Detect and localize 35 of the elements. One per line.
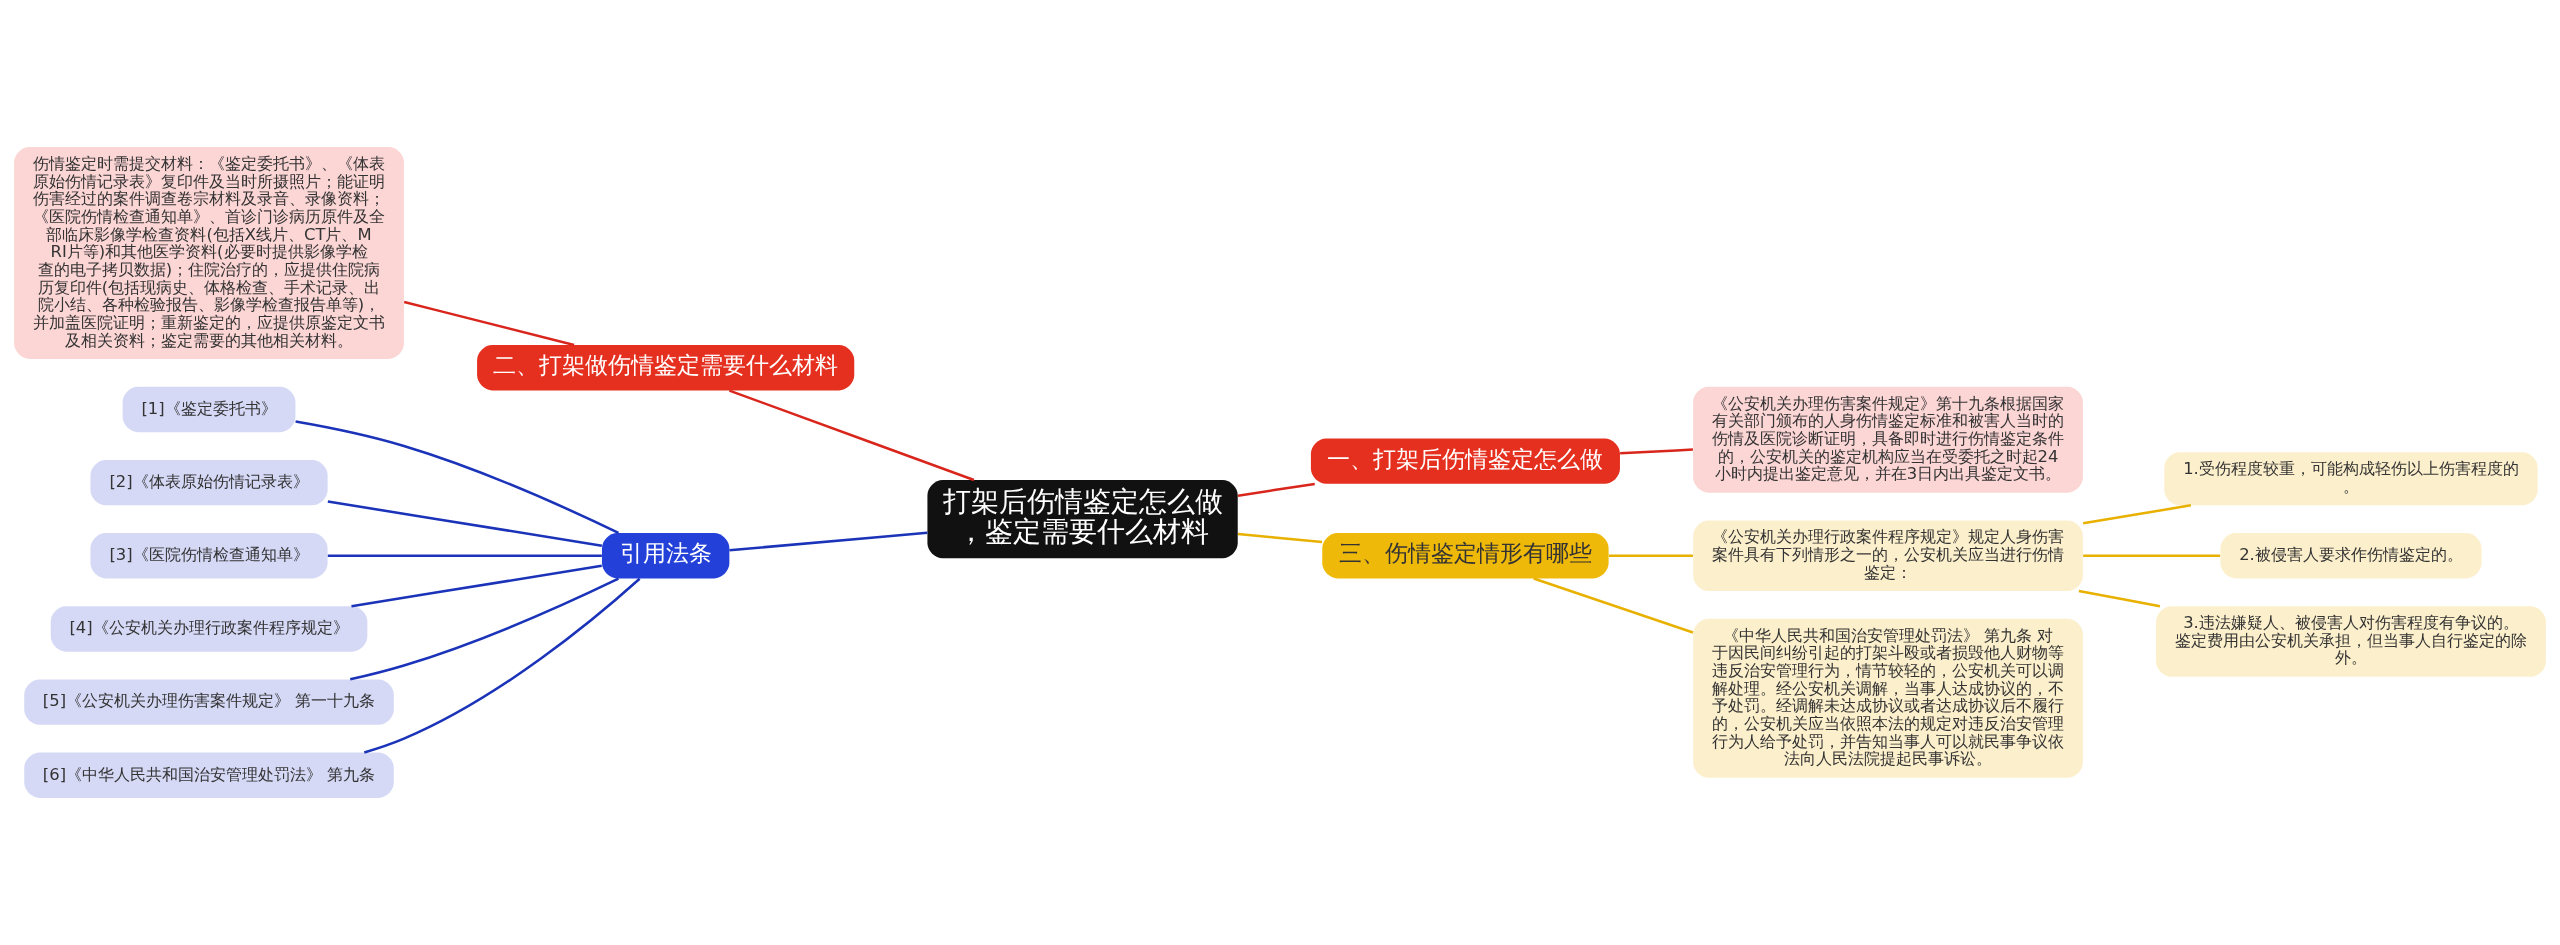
connector — [729, 389, 975, 482]
node-box: 2.被侵害人要求作伤情鉴定的。 — [2220, 533, 2482, 579]
connector — [351, 564, 602, 608]
connector — [1237, 532, 1323, 544]
node-box: [1]《鉴定委托书》 — [122, 386, 296, 433]
node-box: 三、伤情鉴定情形有哪些 — [1322, 533, 1609, 579]
node-box: [2]《体表原始伤情记录表》 — [90, 459, 328, 506]
connector — [1237, 482, 1315, 497]
connector — [1620, 448, 1693, 455]
node-box: 一、打架后伤情鉴定怎么做 — [1310, 438, 1620, 484]
node-box: 引用法条 — [601, 533, 730, 579]
connector — [403, 300, 575, 347]
node-box: [3]《医院伤情检查通知单》 — [90, 533, 328, 579]
connector — [1608, 554, 1693, 557]
node-box: [6]《中华人民共和国治安管理处罚法》 第九条 — [24, 752, 394, 798]
node-box: 伤情鉴定时需提交材料：《鉴定委托书》、《体表原始伤情记录表》复印件及当时所摄照片；能证明伤害经过的案件调查卷宗材料及录音、录像资料；《医院伤情检查通知单》、首诊门诊病历原件及全部临床影像学检查资料(包括X线片、CT片、MRI片等)和其他医学资料(必要时提供影像学检查的电子拷贝数据)；住院治疗的，应提供住院病历复印件(包括现病史、体格检查、手术记录、出院小结、各种检验报告、影像学检查报告单等)，并加盖医院证明；重新鉴定的，应提供原鉴定文书及相关资料；鉴定需要的其他相关材料。 — [14, 147, 404, 359]
connector — [295, 420, 619, 534]
connector — [729, 531, 928, 552]
connector — [349, 577, 619, 681]
node-box: 《公安机关办理伤害案件规定》第十九条根据国家有关部门颁布的人身伤情鉴定标准和被害人当时的伤情及医院诊断证明，具备即时进行伤情鉴定条件的，公安机关的鉴定机构应当在受委托之时起24小时内提出鉴定意见，并在3日内出具鉴定文书。 — [1693, 386, 2083, 493]
node-box: 3.违法嫌疑人、被侵害人对伤害程度有争议的。鉴定费用由公安机关承担，但当事人自行鉴定的除外。 — [2156, 606, 2546, 677]
connector — [1533, 577, 1694, 634]
node-box: 二、打架做伤情鉴定需要什么材料 — [477, 345, 855, 391]
node-box: 《公安机关办理行政案件程序规定》规定人身伤害案件具有下列情形之一的，公安机关应当进行伤情鉴定： — [1693, 520, 2083, 592]
connector — [2083, 554, 2221, 557]
connector — [327, 554, 602, 557]
connector — [2078, 589, 2161, 608]
node-box: [5]《公安机关办理伤害案件规定》 第一十九条 — [24, 679, 394, 725]
node-box: [4]《公安机关办理行政案件程序规定》 — [50, 606, 368, 652]
connector — [363, 577, 641, 754]
node-box: 《中华人民共和国治安管理处罚法》 第九条 对于因民间纠纷引起的打架斗殴或者损毁他人财物等违反治安管理行为，情节较轻的，公安机关可以调解处理。经公安机关调解，当事人达成协议的，不予处罚。经调解未达成协议或者达成协议后不履行的，公安机关应当依照本法的规定对违反治安管理行为人给予处罚，并告知当事人可以就民事争议依法向人民法院提起民事诉讼。 — [1693, 618, 2083, 778]
connector — [2083, 504, 2192, 525]
node-box: 1.受伤程度较重，可能构成轻伤以上伤害程度的。 — [2164, 452, 2538, 506]
node-box: 打架后伤情鉴定怎么做，鉴定需要什么材料 — [927, 480, 1238, 559]
connector — [327, 500, 603, 547]
